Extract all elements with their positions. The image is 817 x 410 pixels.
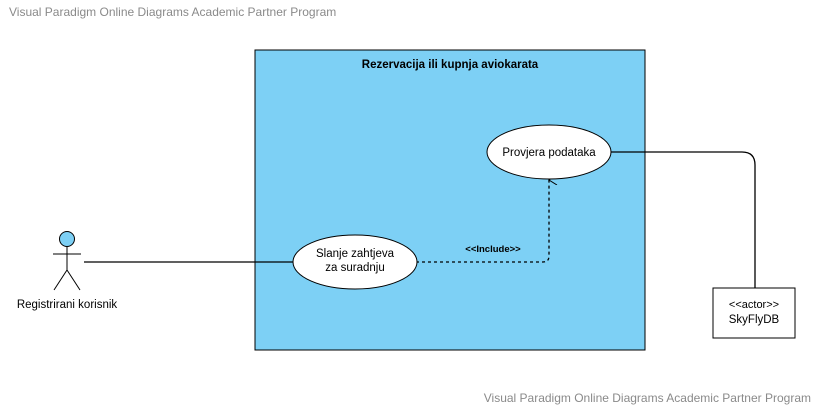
actor-right-leg — [66, 269, 81, 291]
watermark-top: Visual Paradigm Online Diagrams Academic… — [9, 5, 337, 19]
actor-skyflydb-stereotype: <<actor>> — [729, 299, 779, 311]
actor-left-leg — [53, 269, 68, 291]
use-case-slanje-zahtjeva[interactable] — [292, 234, 418, 290]
watermark-bottom: Visual Paradigm Online Diagrams Academic… — [483, 391, 811, 405]
include-relation[interactable] — [416, 180, 549, 263]
actor-head — [59, 231, 75, 247]
actor-registrirani-korisnik[interactable] — [53, 231, 81, 291]
system-title: Rezervacija ili kupnja aviokarata — [362, 59, 539, 71]
use-case-provjera-label: Provjera podataka — [502, 147, 596, 159]
system-boundary[interactable] — [254, 49, 646, 351]
association-provjera-skyflydb[interactable] — [610, 151, 756, 288]
actor-skyflydb-name: SkyFlyDB — [729, 314, 780, 326]
use-case-slanje-line2: za suradnju — [325, 262, 384, 274]
use-case-slanje-line1: Slanje zahtjeva — [316, 248, 395, 260]
actor-registrirani-label: Registrirani korisnik — [17, 299, 118, 311]
include-label: <<Include>> — [465, 244, 521, 255]
use-case-provjera-podataka[interactable] — [486, 124, 612, 180]
actor-skyflydb-box[interactable] — [712, 287, 796, 339]
